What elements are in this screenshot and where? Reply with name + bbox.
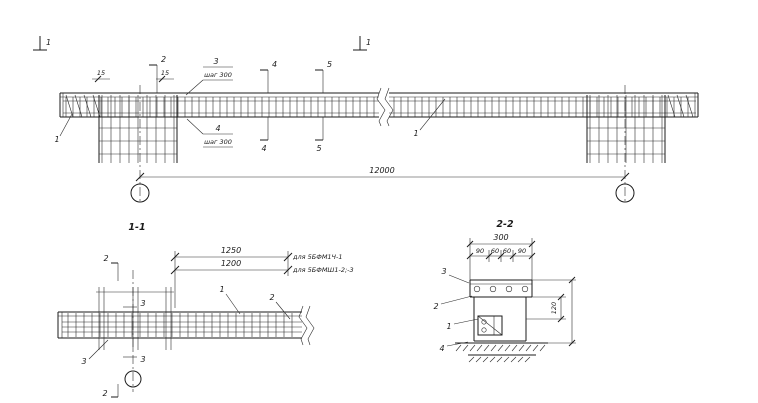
section-mark-4-top-label: 4 bbox=[272, 60, 277, 69]
rebar-dot-3 bbox=[505, 285, 513, 293]
callout-3-stirrups: 3 шаг 300 bbox=[185, 57, 233, 96]
dim-60-left-label: 60 bbox=[491, 247, 499, 255]
dim-60-right-label: 60 bbox=[503, 247, 511, 255]
callout-4-label: 4 bbox=[215, 124, 220, 133]
section-flag-mid: 1 bbox=[353, 36, 371, 51]
section-mark-5-top: 5 bbox=[315, 60, 332, 93]
dim-gap-right: 15 bbox=[156, 69, 174, 83]
dim-total-span: 12000 bbox=[135, 166, 630, 182]
section-2-2-callout-4: 4 bbox=[439, 341, 469, 353]
section-1-1-view: 1-1 bbox=[57, 222, 354, 398]
s11-callout-2-label: 2 bbox=[269, 293, 274, 302]
mark-3-upper-label: 3 bbox=[140, 299, 145, 308]
section-2-2-callout-1: 1 bbox=[446, 318, 479, 331]
section-1-1-callout-3: 3 bbox=[81, 339, 109, 366]
embedded-channel bbox=[477, 315, 503, 336]
dim-120-label: 120 bbox=[550, 302, 558, 314]
section-2-2-dimensions-right: 120 bbox=[526, 276, 576, 347]
support-circle-right bbox=[615, 183, 635, 203]
dim-gap-left-label: 15 bbox=[97, 69, 105, 77]
dim-gap-right-label: 15 bbox=[161, 69, 169, 77]
mark-2-bottom-label: 2 bbox=[102, 389, 107, 398]
callout-3-note: шаг 300 bbox=[204, 71, 232, 79]
dim-90-left-label: 90 bbox=[476, 247, 484, 255]
elevation-view: 1 1 bbox=[33, 36, 699, 203]
mark-2-top-label: 2 bbox=[103, 254, 108, 263]
support-circle-left bbox=[130, 183, 150, 203]
section-mark-5-top-label: 5 bbox=[327, 60, 332, 69]
section-mark-4-bottom: 4 bbox=[260, 117, 269, 153]
beam-stirrups-left bbox=[65, 97, 375, 117]
callout-1-mid-label: 1 bbox=[413, 129, 418, 138]
s22-callout-3-label: 3 bbox=[441, 267, 446, 276]
section-1-1-callout-2: 2 bbox=[269, 293, 291, 320]
dim-1250-label: 1250 bbox=[221, 246, 241, 255]
section-flag-left: 1 bbox=[33, 36, 51, 51]
dim-total-label: 12000 bbox=[369, 166, 394, 175]
mark-3-lower-label: 3 bbox=[140, 355, 145, 364]
section-1-1-support-circle bbox=[124, 370, 142, 388]
section-1-1-title: 1-1 bbox=[128, 222, 145, 233]
section-2-2-title: 2-2 bbox=[496, 219, 514, 230]
beam-stirrups-right bbox=[393, 97, 689, 117]
callout-3-label: 3 bbox=[213, 57, 218, 66]
section-1-1-mark-3-upper: 3 bbox=[123, 299, 146, 308]
section-mark-2-label: 2 bbox=[161, 55, 166, 64]
section-1-1-stirrups bbox=[67, 313, 293, 337]
section-mark-4-bottom-label: 4 bbox=[261, 144, 266, 153]
section-2-2-callout-2: 2 bbox=[433, 295, 473, 311]
note-lower: для 5БФМШ1-2;-3 bbox=[292, 266, 354, 274]
dim-gap-left: 15 bbox=[92, 69, 110, 83]
beam-break-symbol bbox=[376, 87, 394, 127]
section-1-1-callout-1: 1 bbox=[219, 285, 241, 315]
s11-callout-1-label: 1 bbox=[219, 285, 224, 294]
section-2-2-body bbox=[469, 279, 533, 342]
dim-90-right-label: 90 bbox=[518, 247, 526, 255]
section-2-2-dimensions-top: 300 90 60 60 90 bbox=[466, 233, 536, 280]
callout-4-stirrups: 4 шаг 300 bbox=[186, 118, 233, 148]
rebar-dot-1 bbox=[473, 285, 481, 293]
ground-lines bbox=[455, 342, 548, 363]
callout-1-mid: 1 bbox=[413, 98, 446, 138]
dim-1200-label: 1200 bbox=[221, 259, 241, 268]
section-flag-left-label: 1 bbox=[46, 38, 51, 47]
section-mark-2: 2 bbox=[149, 55, 166, 93]
section-2-2-view: 2-2 300 90 60 60 90 bbox=[433, 219, 576, 363]
left-column-cage bbox=[98, 95, 178, 163]
section-1-1-beam bbox=[57, 305, 315, 346]
beam-outline bbox=[59, 92, 699, 118]
section-mark-4-top: 4 bbox=[260, 60, 277, 93]
section-1-1-mark-2-bottom: 2 bbox=[102, 384, 119, 398]
callout-4-note: шаг 300 bbox=[204, 138, 232, 146]
callout-1-left-label: 1 bbox=[54, 135, 59, 144]
right-column-cage bbox=[586, 95, 666, 163]
dim-300-label: 300 bbox=[493, 233, 508, 242]
s22-callout-1-label: 1 bbox=[446, 322, 451, 331]
beam-end-bars-left bbox=[65, 94, 101, 118]
section-1-1-mark-3-lower: 3 bbox=[123, 355, 146, 364]
rebar-dot-4 bbox=[521, 285, 529, 293]
s11-callout-3-label: 3 bbox=[81, 357, 86, 366]
section-mark-5-bottom-label: 5 bbox=[316, 144, 321, 153]
rebar-dot-2 bbox=[489, 285, 497, 293]
section-2-2-callout-3: 3 bbox=[441, 267, 470, 284]
note-upper: для 5БФМ1Ч-1 bbox=[292, 253, 343, 261]
callout-1-left: 1 bbox=[54, 113, 73, 144]
s22-callout-2-label: 2 bbox=[433, 302, 438, 311]
section-flag-mid-label: 1 bbox=[366, 38, 371, 47]
beam-end-bars-right bbox=[667, 94, 694, 118]
section-1-1-mark-2-top: 2 bbox=[103, 254, 119, 281]
section-mark-5-bottom: 5 bbox=[315, 117, 324, 153]
section-1-1-dimensions: 1250 для 5БФМ1Ч-1 1200 для 5БФМШ1-2;-3 bbox=[170, 246, 354, 308]
s22-callout-4-label: 4 bbox=[439, 344, 444, 353]
